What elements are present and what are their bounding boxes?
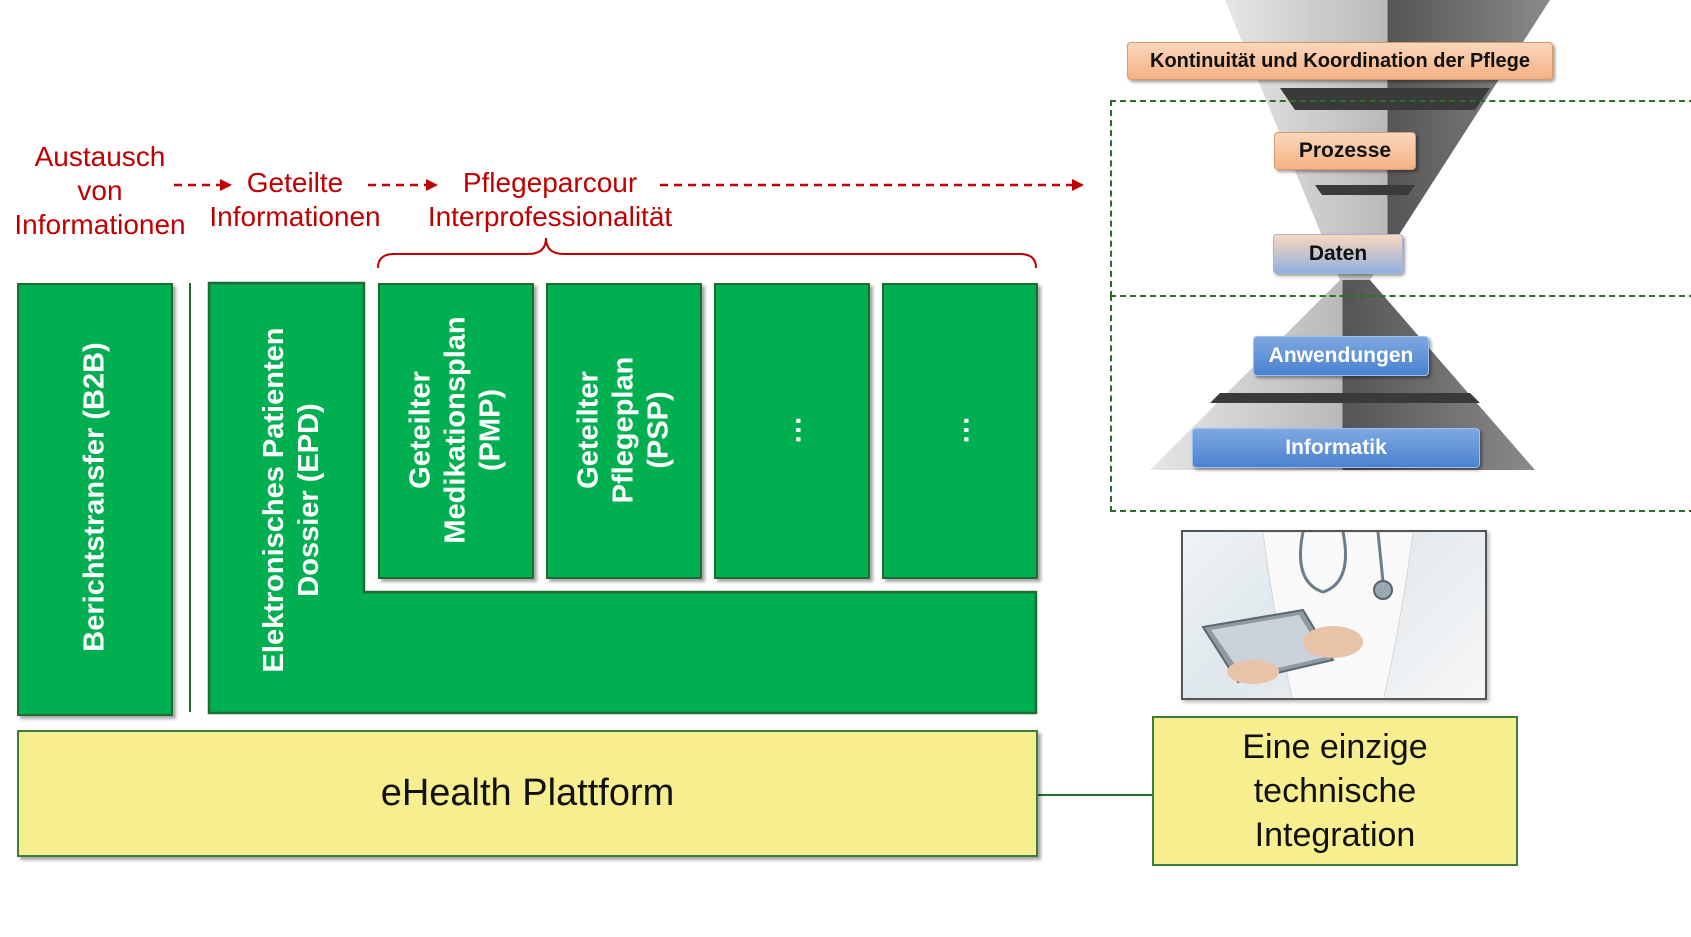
label-shared-information: Geteilte Informationen [209,167,381,232]
column-psp [546,283,702,579]
label-care-path: Pflegeparcour Interprofessionalität [427,167,673,232]
column-epd-label: Elektronisches Patienten Dossier (EPD) [258,327,325,673]
single-technical-integration: Eine einzige technische Integration [1152,716,1518,866]
pyramid-data: Daten [1273,234,1403,274]
column-more-1-label: … [775,415,808,445]
column-b2b-label: Berichtstransfer (B2B) [78,342,111,652]
column-b2b [17,283,173,716]
column-more-2-label: … [943,415,976,445]
column-epd [207,281,1038,715]
doctor-illustration [1201,532,1414,698]
column-more-2 [882,283,1038,579]
dashed-frame-lower [1110,295,1691,512]
column-psp-label: Geteilter Pflegeplan (PSP) [572,356,675,504]
pyramid-top-label: Kontinuität und Koordination der Pflege [1127,42,1553,80]
column-pmp-label: Geteilter Medikationsplan (PMP) [404,316,507,544]
column-more-1 [714,283,870,579]
ehealth-platform: eHealth Plattform [17,730,1038,857]
curly-brace [377,237,1037,269]
pyramid-it: Informatik [1192,428,1480,468]
doctor-tablet-image [1181,530,1487,700]
pyramid-processes: Prozesse [1274,132,1416,170]
label-exchange-information: Austausch von Informationen [14,141,186,240]
column-pmp [378,283,534,579]
pyramid-applications: Anwendungen [1253,336,1429,376]
